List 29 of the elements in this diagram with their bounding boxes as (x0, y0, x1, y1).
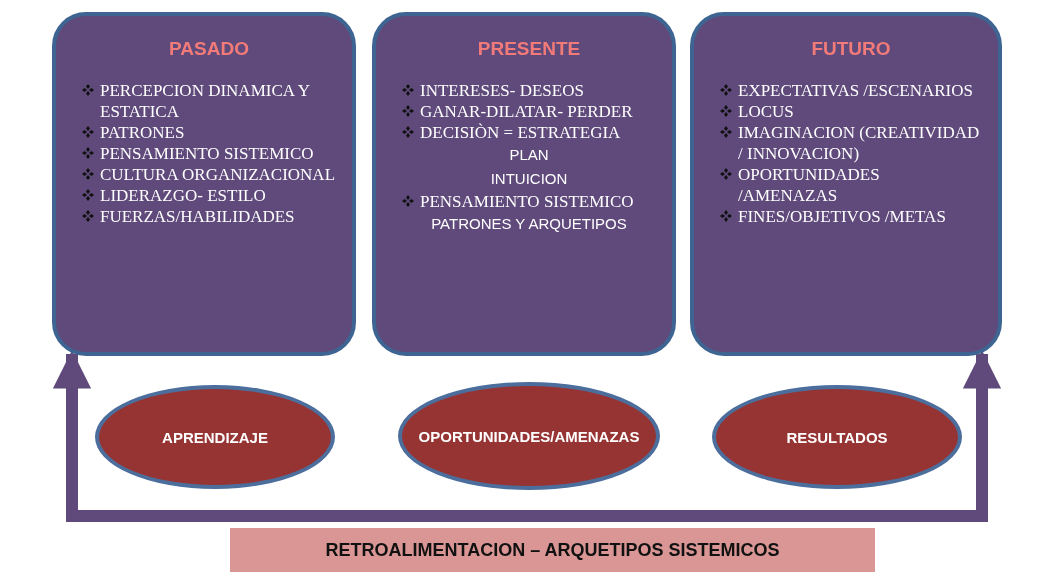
box-heading: FUTURO (810, 38, 892, 60)
list-item: EXPECTATIVAS /ESCENARIOS (738, 81, 973, 100)
list-item: FUERZAS/HABILIDADES (100, 207, 295, 226)
rounded-box (690, 12, 1002, 356)
list-item: INTERESES- DESEOS (420, 81, 584, 100)
rounded-box (372, 12, 676, 356)
list-item: PATRONES Y ARQUETIPOS (430, 214, 628, 234)
list-item: PENSAMIENTO SISTEMICO (420, 192, 634, 211)
list-item: INTUICION (489, 169, 569, 189)
list-item: DECISIÒN = ESTRATEGIA (420, 123, 621, 142)
list-item: PERCEPCION DINAMICA Y ESTATICA (100, 81, 310, 121)
list-item: PLAN (508, 145, 550, 165)
banner (230, 528, 875, 572)
list-item: GANAR-DILATAR- PERDER (420, 102, 633, 121)
ellipse-label: RESULTADOS (785, 428, 889, 446)
box-heading: PASADO (168, 38, 250, 60)
box-heading: PRESENTE (476, 38, 582, 60)
rounded-box (52, 12, 356, 356)
list-item: PENSAMIENTO SISTEMICO (100, 144, 314, 163)
list-item: LOCUS (738, 102, 794, 121)
list-item: IMAGINACION (CREATIVIDAD / INNOVACION) (738, 123, 980, 163)
list-item: OPORTUNIDADES /AMENAZAS (738, 165, 880, 205)
banner-title: RETROALIMENTACION – ARQUETIPOS SISTEMICOS (324, 539, 781, 561)
list-item: LIDERAZGO- ESTILO (100, 186, 266, 205)
list-item: PATRONES (100, 123, 185, 142)
list-item: FINES/OBJETIVOS /METAS (738, 207, 946, 226)
list-item: CULTURA ORGANIZACIONAL (100, 165, 335, 184)
ellipse-label: APRENDIZAJE (161, 428, 269, 446)
ellipse-label: OPORTUNIDADES/AMENAZAS (417, 427, 641, 445)
